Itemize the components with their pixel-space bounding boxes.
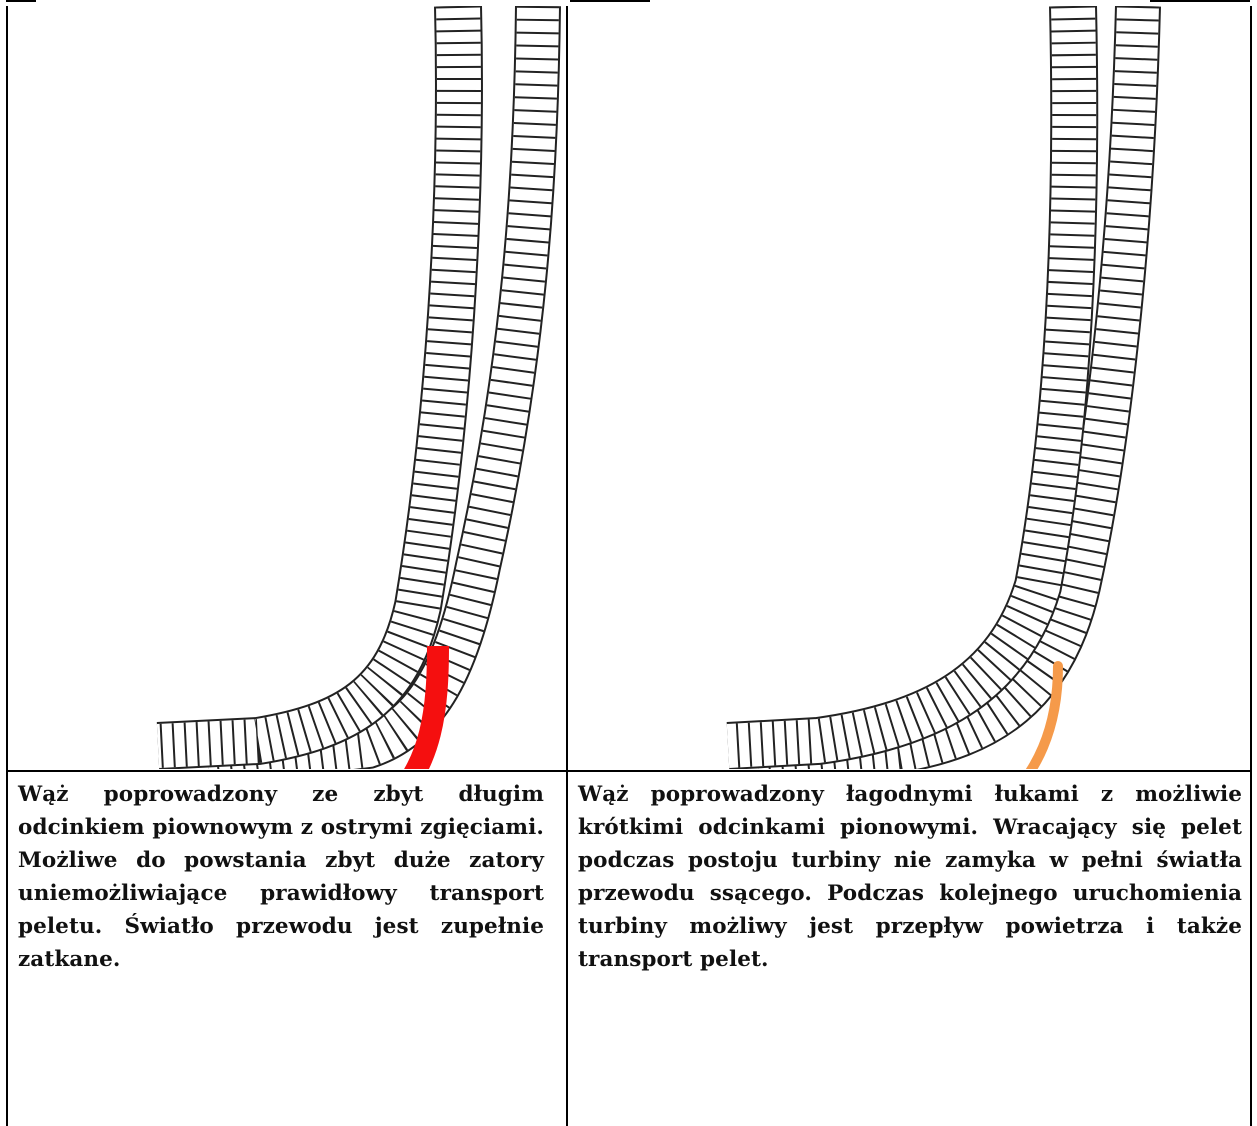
table-border-right <box>1250 6 1252 1126</box>
left-caption: Wąż poprowadzony ze zbyt długim odcinkie… <box>18 778 544 976</box>
right-hose-drawing <box>568 6 1250 769</box>
hose-back <box>208 6 538 766</box>
table-row-divider <box>6 770 1252 772</box>
right-caption: Wąż poprowadzony łagodnymi łukami z możl… <box>578 778 1242 976</box>
left-hose-drawing <box>8 6 566 769</box>
left-hose-illustration <box>8 6 566 769</box>
right-hose-illustration <box>568 6 1250 769</box>
